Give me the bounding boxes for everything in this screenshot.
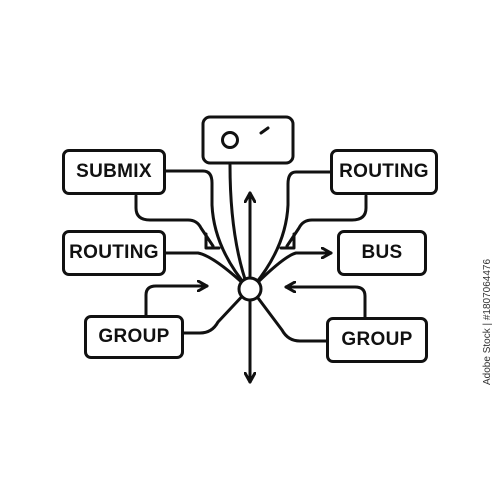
node-group-right: GROUP [326,317,428,363]
arrow-group-left [144,286,209,317]
line-routing-right-hub [250,170,332,290]
arrow-group-right [284,287,367,322]
line-submix-hub [164,169,250,290]
node-routing-left: ROUTING [62,230,166,276]
line-group-left-hub [182,288,250,335]
arrow-submix [134,194,215,248]
node-submix: SUBMIX [62,149,166,195]
node-group-left: GROUP [84,315,184,359]
stock-watermark: Adobe Stock | #1807064476 [482,258,493,385]
hub-circle-icon [237,276,263,302]
arrow-routing-right [285,194,368,248]
line-device-hub [228,163,250,290]
node-routing-right: ROUTING [330,149,438,195]
node-bus: BUS [337,230,427,276]
line-group-right-hub [250,288,328,343]
audio-device-icon [201,115,295,165]
